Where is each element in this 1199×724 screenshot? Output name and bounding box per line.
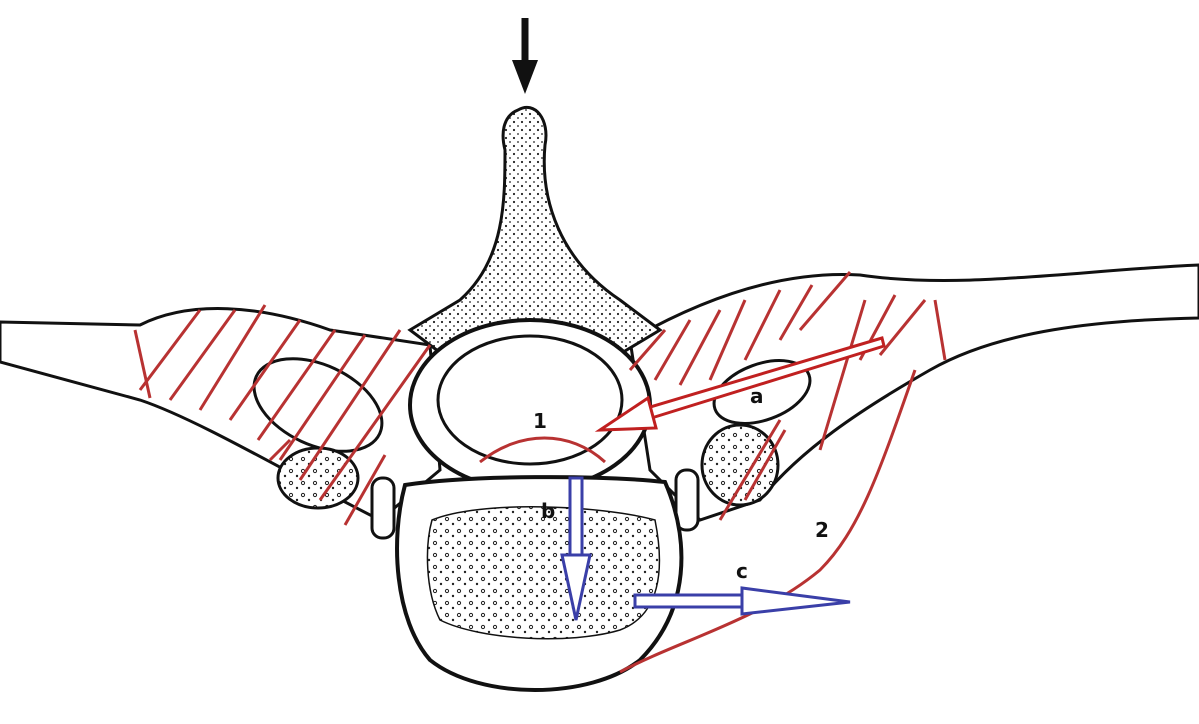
left-rib-head bbox=[276, 446, 360, 510]
right-hatching bbox=[628, 271, 947, 521]
label-c: c bbox=[736, 559, 748, 583]
left-hatching bbox=[133, 304, 432, 526]
pleural-curve-marker bbox=[619, 369, 917, 674]
arrow-b-icon bbox=[560, 476, 592, 621]
canal-arc-marker bbox=[479, 436, 607, 464]
label-2: 2 bbox=[815, 518, 829, 542]
label-b: b bbox=[541, 499, 555, 523]
right-facet bbox=[674, 468, 700, 532]
label-a: a bbox=[750, 384, 764, 408]
arrow-a-icon bbox=[594, 336, 886, 432]
load-arrow-icon bbox=[512, 18, 538, 94]
cancellous-bone bbox=[426, 506, 661, 640]
right-rib-head bbox=[700, 423, 780, 507]
vertebral-canal bbox=[436, 334, 624, 466]
label-1: 1 bbox=[533, 409, 547, 433]
arrow-c-icon bbox=[633, 586, 851, 616]
left-facet bbox=[370, 476, 396, 540]
